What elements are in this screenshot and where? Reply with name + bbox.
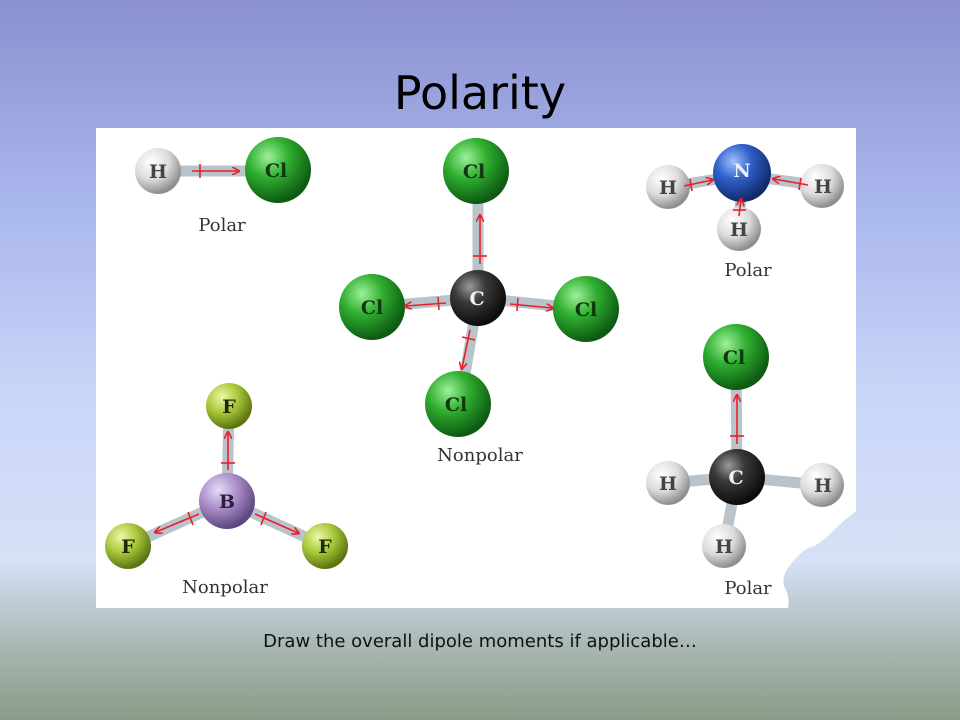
atom-h-left <box>646 461 690 505</box>
atom-label-cl: Cl <box>723 347 745 369</box>
dipole-arrow-cross <box>689 178 693 192</box>
molecule-label-nh3: Polar <box>724 260 772 281</box>
dipole-arrow-cross <box>260 511 267 526</box>
dipole-arrow <box>774 179 809 186</box>
molecule-label-bf3: Nonpolar <box>182 577 268 598</box>
atom-label-h-left: H <box>659 473 677 495</box>
atom-label-h-left: H <box>659 177 677 199</box>
dipole-arrow <box>406 303 447 306</box>
atom-label-cl-left: Cl <box>361 297 383 319</box>
atom-c <box>709 449 765 505</box>
atom-label-b: B <box>219 491 235 513</box>
dipole-arrow <box>462 329 471 368</box>
atom-label-cl-bottom: Cl <box>445 394 467 416</box>
atom-f-right <box>302 523 348 569</box>
dipole-arrow-cross <box>516 297 519 312</box>
atom-label-n: N <box>733 160 750 182</box>
atom-label-cl-top: Cl <box>463 161 485 183</box>
slide-caption: Draw the overall dipole moments if appli… <box>263 631 697 652</box>
atom-cl-left <box>339 274 405 340</box>
atom-label-h-right: H <box>814 475 832 497</box>
dipole-arrow-cross <box>187 511 194 526</box>
atom-cl <box>245 137 311 203</box>
dipole-arrow-cross <box>798 177 802 191</box>
atom-c <box>450 270 506 326</box>
atom-b <box>199 473 255 529</box>
molecule-label-ch3cl: Polar <box>724 578 772 599</box>
atom-label-c: C <box>728 467 743 489</box>
atom-label-f-left: F <box>121 536 135 558</box>
atom-cl-right <box>553 276 619 342</box>
atom-cl <box>703 324 769 390</box>
atom-h <box>135 148 181 194</box>
dipole-arrow <box>683 180 712 187</box>
molecule-bf3: B F F F Nonpolar <box>105 383 348 598</box>
atom-label-h-bottom: H <box>730 219 748 241</box>
molecule-label-ccl4: Nonpolar <box>437 445 523 466</box>
dipole-arrow <box>156 513 200 532</box>
atom-label-h-right: H <box>814 176 832 198</box>
atom-label-h-bottom: H <box>715 536 733 558</box>
atom-label-f-right: F <box>318 536 332 558</box>
atom-label-cl-right: Cl <box>575 299 597 321</box>
atom-h-left <box>646 165 690 209</box>
dipole-arrow <box>254 513 298 533</box>
molecule-figure: H Cl Polar Cl Cl Cl Cl C Nonpolar <box>96 128 856 608</box>
atom-n <box>713 144 771 202</box>
atom-cl-bottom <box>425 371 491 437</box>
atom-cl-top <box>443 138 509 204</box>
atom-h-bottom <box>717 207 761 251</box>
molecule-label-hcl: Polar <box>198 215 246 236</box>
atom-h-bottom <box>702 524 746 568</box>
atom-label-f-top: F <box>222 396 236 418</box>
atom-label-cl: Cl <box>265 160 287 182</box>
atom-h-right <box>800 164 844 208</box>
atom-f-top <box>206 383 252 429</box>
molecule-hcl: H Cl Polar <box>135 137 311 236</box>
atom-label-h: H <box>149 161 167 183</box>
molecule-ch3cl: Cl C H H H Polar <box>646 324 844 599</box>
atom-f-left <box>105 523 151 569</box>
slide-title: Polarity <box>393 66 567 120</box>
dipole-arrow-cross <box>461 336 476 341</box>
atom-h-right <box>800 463 844 507</box>
molecule-ccl4: Cl Cl Cl Cl C Nonpolar <box>339 138 619 466</box>
molecule-nh3: N H H H Polar <box>646 144 844 281</box>
dipole-arrow-cross <box>437 296 440 311</box>
atom-label-c: C <box>469 288 484 310</box>
dipole-arrow <box>739 200 741 217</box>
